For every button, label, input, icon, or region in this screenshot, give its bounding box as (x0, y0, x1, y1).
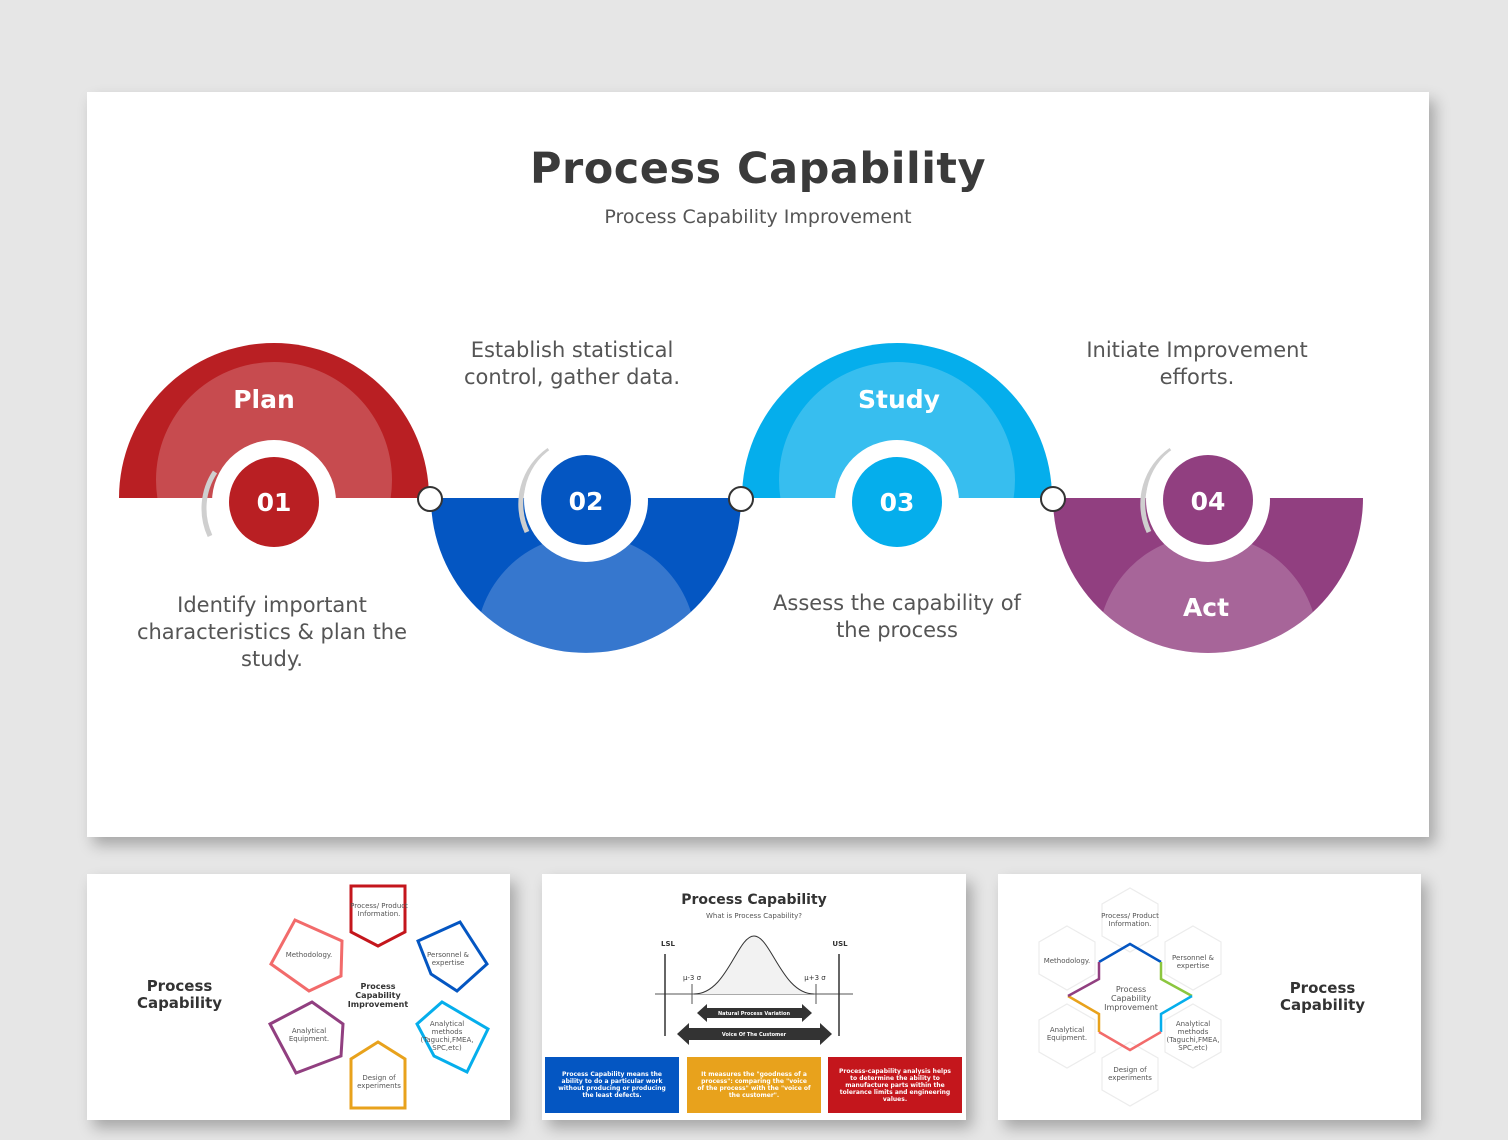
step-number-04: 04 (1191, 487, 1226, 516)
thumb3-item-1: Process/ Product Information. (1101, 912, 1159, 928)
step-act-arc (1053, 438, 1363, 653)
thumb2-box-3: Process-capability analysis helps to det… (828, 1057, 962, 1113)
step-label-plan: Plan (233, 385, 295, 414)
slide-title: Process Capability (529, 144, 987, 194)
thumb3-item-4: Design of experiments (1108, 1066, 1152, 1082)
thumb1-center-label: Process Capability Improvement (347, 982, 409, 1009)
thumb1-item-6: Methodology. (285, 951, 333, 959)
thumb2-plus-sigma: μ+3 σ (804, 974, 826, 982)
step-number-01: 01 (257, 488, 292, 517)
thumb2-arrow2-label: Voice Of The Customer (722, 1032, 787, 1038)
step-study-arc (742, 343, 1052, 564)
step-number-03: 03 (880, 488, 915, 517)
connector-dots (417, 486, 1066, 512)
process-diagram: Plan Study Act 01 02 03 04 (119, 343, 1363, 653)
step-number-02: 02 (569, 487, 604, 516)
thumb3-item-6: Methodology. (1043, 957, 1091, 965)
thumb1-item-5: Analytical Equipment. (288, 1027, 330, 1043)
thumb2-arrow1-label: Natural Process Variation (718, 1011, 790, 1017)
thumb3-item-2: Personnel & expertise (1172, 954, 1214, 970)
thumb2-box-2: It measures the "goodness of a process":… (687, 1057, 821, 1113)
step-two-arc (431, 438, 741, 653)
thumb2-title: Process Capability (681, 892, 827, 908)
thumb3-item-5: Analytical Equipment. (1046, 1026, 1088, 1042)
step-plan-arc (119, 343, 429, 564)
thumbnail-slide-3[interactable]: Process Capability Process Capability Im… (998, 874, 1421, 1120)
thumb2-subtitle: What is Process Capability? (705, 912, 802, 920)
thumb1-item-3: Analytical methods (Taguchi,FMEA, SPC,et… (420, 1020, 474, 1052)
step-label-study: Study (858, 385, 940, 414)
step-label-act: Act (1183, 593, 1229, 622)
thumb1-title: Process Capability (136, 977, 223, 1012)
thumb3-star-diagram (1038, 887, 1222, 1107)
thumb3-item-3: Analytical methods (Taguchi,FMEA, SPC,et… (1166, 1020, 1220, 1052)
step-description-plan: Identify important characteristics & pla… (136, 593, 408, 671)
thumb2-box-1: Process Capability means the ability to … (545, 1057, 679, 1113)
thumb1-item-1: Process/ Product Information. (350, 902, 408, 918)
slide-subtitle: Process Capability Improvement (604, 206, 912, 228)
thumb2-usl-label: USL (832, 940, 848, 948)
thumb2-lsl-label: LSL (661, 940, 676, 948)
thumbnail-slide-1[interactable]: Process Capability Process Capability Im… (87, 874, 510, 1120)
step-description-study: Assess the capability of the process (773, 591, 1021, 642)
thumb1-item-2: Personnel & expertise (427, 951, 469, 967)
step-description-two: Establish statistical control, gather da… (463, 338, 681, 389)
step-description-act: Initiate Improvement efforts. (1086, 338, 1308, 389)
thumb2-minus-sigma: μ-3 σ (683, 974, 702, 982)
thumb2-bell-curve-chart: LSL USL μ-3 σ μ+3 σ Natural Process Vari… (655, 935, 853, 1045)
thumb3-center-label: Process Capability Improvement (1104, 985, 1158, 1012)
thumb3-title: Process Capability (1279, 979, 1366, 1014)
thumb1-hexagon-diagram (267, 884, 490, 1110)
thumb1-item-4: Design of experiments (357, 1074, 401, 1090)
main-slide[interactable]: Process Capability Process Capability Im… (87, 92, 1429, 837)
thumbnail-slide-2[interactable]: Process Capability What is Process Capab… (542, 874, 966, 1120)
